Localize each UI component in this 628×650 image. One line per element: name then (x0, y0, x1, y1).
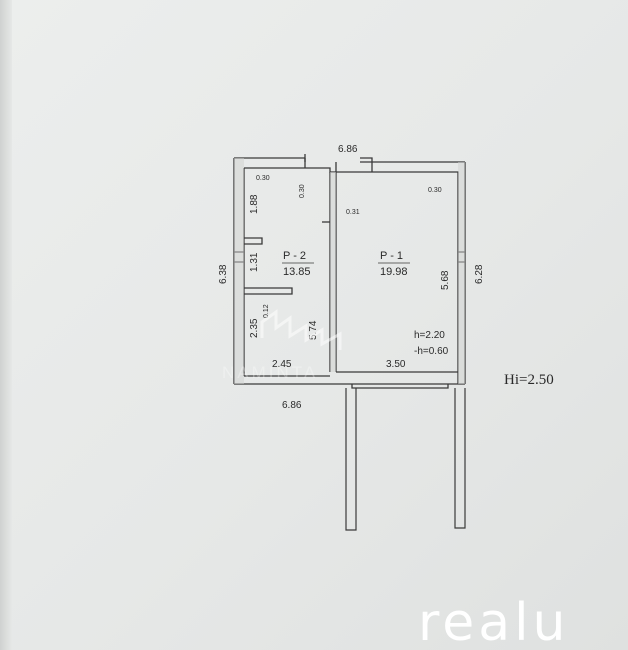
dim-wall-top-left: 0.30 (256, 175, 270, 182)
dim-wall-top-left-2: 0.30 (299, 184, 306, 198)
dim-room2-upper: 1.88 (249, 194, 260, 214)
dim-room1-width: 3.50 (386, 359, 406, 370)
room-1-label: P - 1 (380, 250, 403, 262)
dim-room1-height: 5.68 (440, 270, 451, 290)
dim-top-total: 6.86 (338, 144, 358, 155)
page-binding-edge (0, 0, 12, 650)
dim-room2-small: 0.12 (263, 304, 270, 318)
room-2-area: 13.85 (283, 266, 311, 278)
watermark-text: NAMINTA (222, 363, 318, 382)
dim-room2-width: 2.45 (272, 359, 292, 370)
porch-posts (345, 388, 466, 531)
room-2-label: P - 2 (283, 250, 306, 262)
wall-fill (234, 158, 465, 384)
dim-right-total: 6.28 (474, 264, 485, 284)
ceiling-height-plus: h=2.20 (414, 330, 445, 341)
dim-bottom-total: 6.86 (282, 400, 302, 411)
ceiling-height-minus: -h=0.60 (414, 346, 449, 357)
watermark-logo: NAMINTA (222, 309, 342, 382)
height-index: Hi=2.50 (504, 372, 554, 388)
dim-partition: 0.31 (346, 209, 360, 216)
dim-wall-top-right: 0.30 (428, 187, 442, 194)
watermark-skyline-icon (260, 309, 342, 350)
dim-room2-mid: 1.31 (249, 252, 260, 272)
dim-left-total: 6.38 (218, 264, 229, 284)
dim-room2-inner: 5.74 (308, 320, 319, 340)
brand-logo-text: realu (418, 593, 570, 650)
dim-room2-lower: 2.35 (249, 318, 260, 338)
room-1-area: 19.98 (380, 266, 408, 278)
